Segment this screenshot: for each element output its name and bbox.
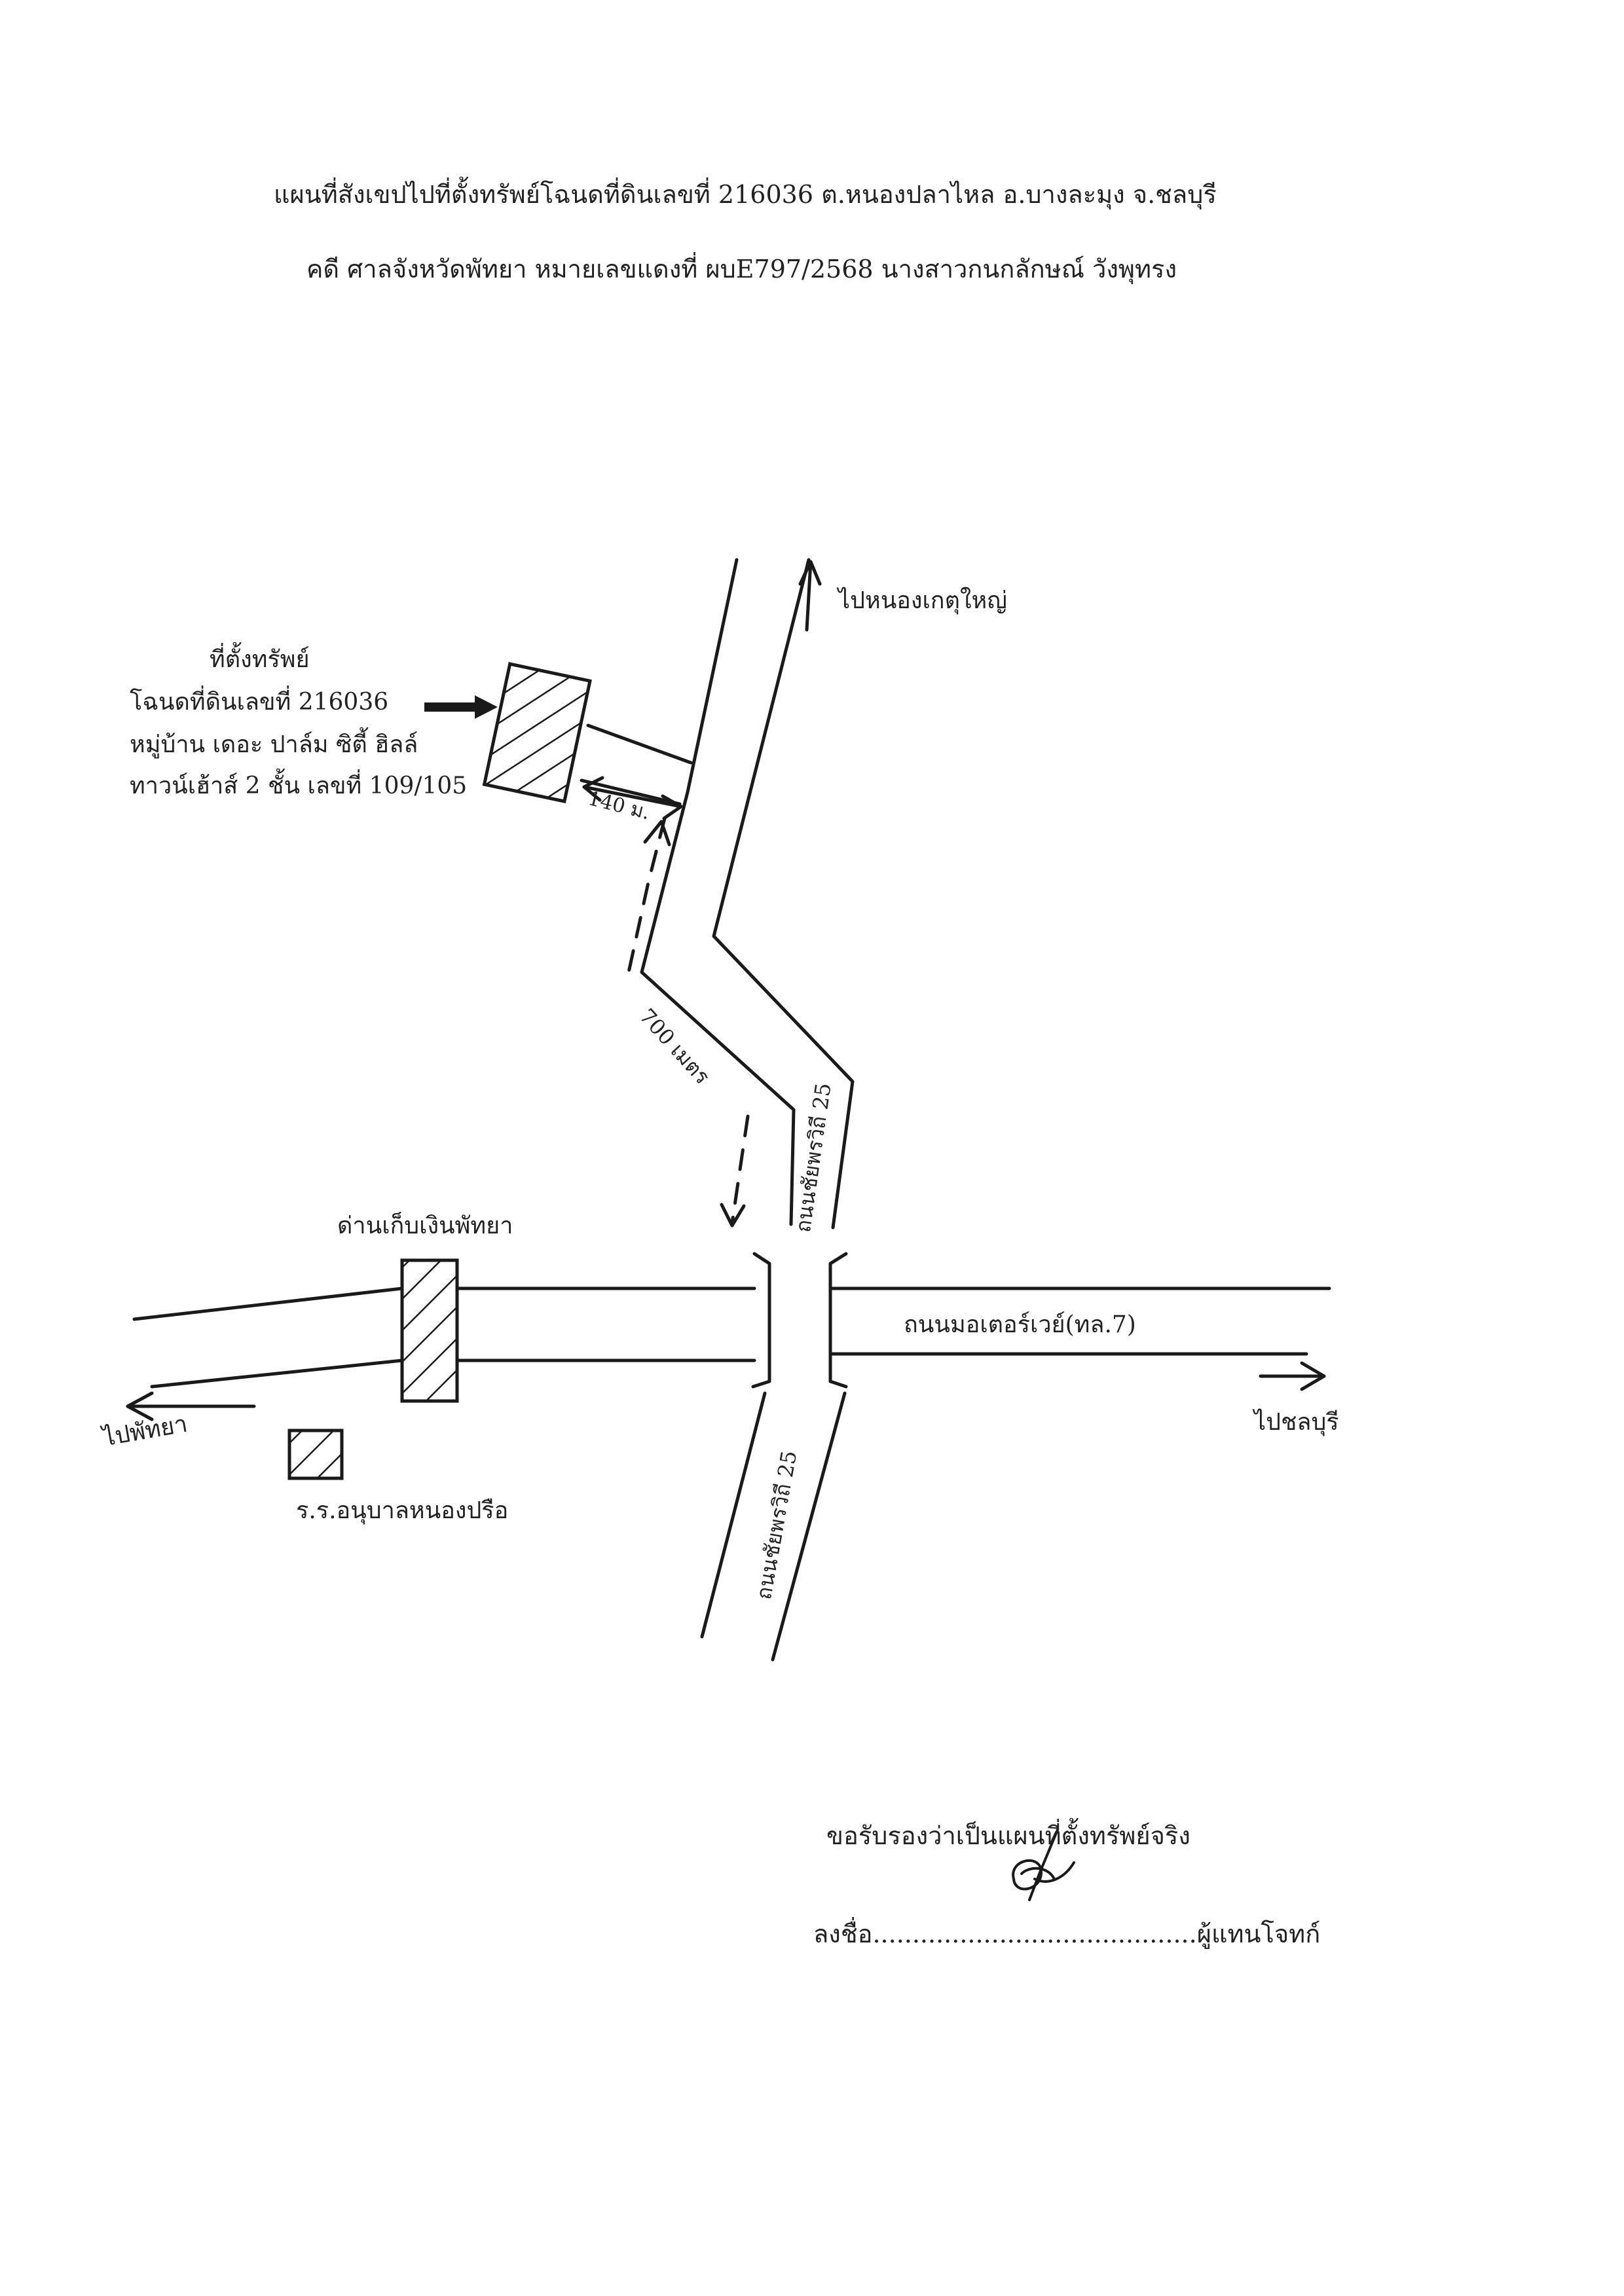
toll-booth-box	[400, 1258, 459, 1403]
route-arrow-head-upper	[643, 820, 671, 847]
to-pattaya-arrow-head	[126, 1391, 154, 1421]
route-arrow-head-lower	[720, 1203, 746, 1228]
distance-140-head-right	[661, 794, 683, 820]
route-dashed-lower	[730, 1114, 750, 1225]
chaiyaphruek-road-left-edge	[640, 558, 796, 1226]
toll-booth-label: ด่านเก็บเงินพัทยา	[337, 1212, 513, 1239]
distance-140-line	[582, 785, 683, 809]
property-location-box	[482, 662, 592, 803]
distance-140-head-left	[582, 776, 604, 802]
soi-top-edge	[586, 723, 693, 765]
to-nong-ket-yai-arrow-head	[798, 560, 822, 586]
chaiyaphruek-road-right-edge	[712, 558, 855, 1230]
signature-line: ลงชื่อ..................................…	[813, 1920, 1321, 1948]
soi-bottom-edge	[580, 778, 682, 806]
to-chonburi-arrow-head	[1300, 1361, 1326, 1391]
to-nong-ket-yai-label: ไปหนองเกตุใหญ่	[838, 587, 1007, 614]
signature	[1012, 1829, 1075, 1901]
chaiyaphruek-lower-left-edge	[700, 1391, 767, 1639]
motorway-top-edge-west	[132, 1286, 404, 1321]
property-label-heading: ที่ตั้งทรัพย์	[210, 646, 310, 673]
to-nong-ket-yai-arrow-shaft	[805, 560, 813, 632]
property-label-house: ทาวน์เฮ้าส์ 2 ชั้น เลขที่ 109/105	[130, 773, 468, 799]
property-pointer-arrow-head	[475, 695, 498, 719]
case-reference: คดี ศาลจังหวัดพัทยา หมายเลขแดงที่ ผบE797…	[306, 255, 1177, 283]
property-label-village: หมู่บ้าน เดอะ ปาล์ม ซิตี้ ฮิลล์	[130, 731, 418, 758]
crossing-left-stub	[751, 1252, 771, 1389]
school-box	[287, 1429, 344, 1480]
certification-statement: ขอรับรองว่าเป็นแผนที่ตั้งทรัพย์จริง	[826, 1821, 1190, 1850]
motorway-bottom-edge-west	[150, 1358, 404, 1389]
crossing-right-stub	[828, 1252, 848, 1389]
property-label-deed: โฉนดที่ดินเลขที่ 216036	[130, 689, 389, 716]
to-chonburi-label: ไปชลบุรี	[1254, 1409, 1339, 1436]
school-label: ร.ร.อนุบาลหนองปรือ	[296, 1497, 509, 1524]
document-title: แผนที่สังเขปไปที่ตั้งทรัพย์โฉนดที่ดินเลข…	[274, 180, 1217, 209]
chaiyaphruek-lower-right-edge	[771, 1391, 847, 1662]
motorway-label: ถนนมอเตอร์เวย์(ทล.7)	[904, 1311, 1136, 1338]
